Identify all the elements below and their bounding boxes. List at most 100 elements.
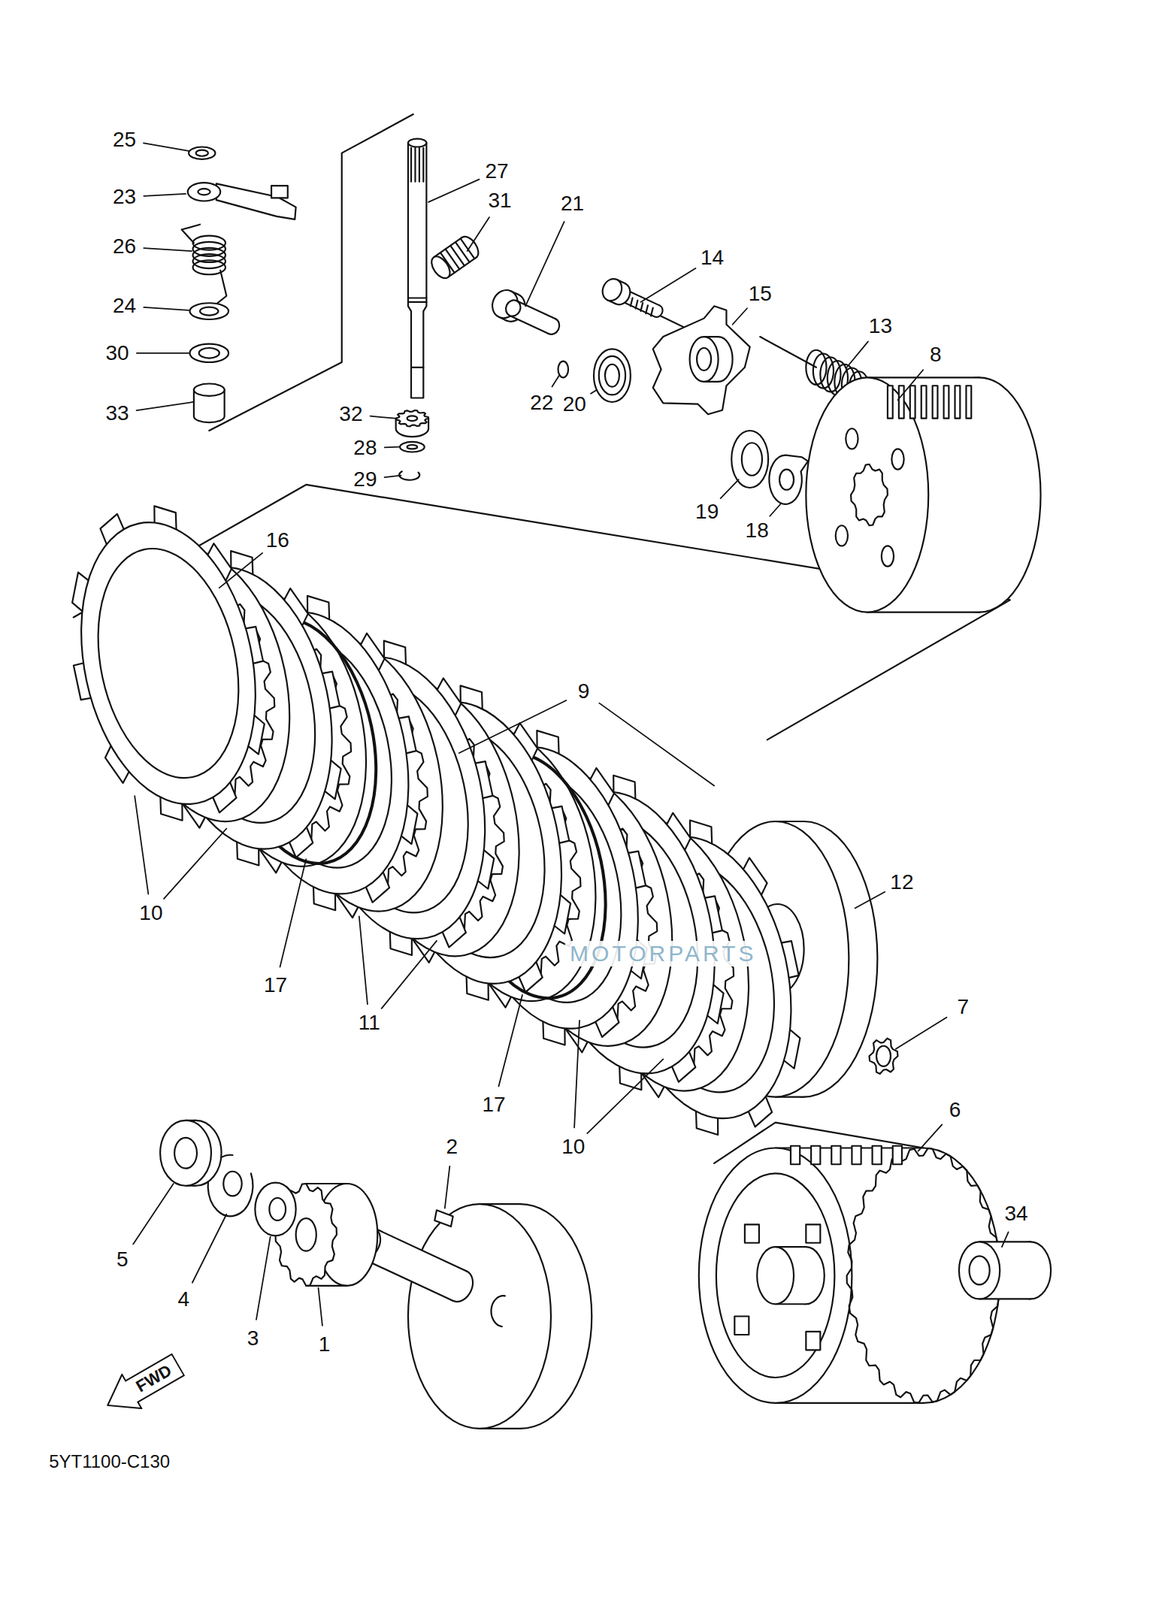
damper (805, 1331, 821, 1350)
callout-number: 10 (561, 1136, 585, 1158)
callout-number: 19 (695, 501, 719, 523)
key (434, 1210, 453, 1227)
callout-number: 31 (488, 190, 512, 212)
callout-number: 10 (139, 902, 163, 924)
leader-line (318, 1288, 323, 1326)
lever-arm (216, 183, 297, 220)
leaders (133, 142, 1008, 1326)
housing-slot (810, 1146, 821, 1165)
leader-line (1001, 1231, 1009, 1247)
boss-spline (921, 385, 927, 418)
leader-line (918, 1124, 943, 1151)
housing-hub (756, 1246, 825, 1305)
circlip (399, 471, 420, 480)
damper (744, 1224, 760, 1243)
callout-number: 22 (529, 392, 554, 414)
callout-number: 12 (889, 871, 914, 893)
bearing-bore (605, 364, 620, 388)
leader-line (525, 221, 565, 306)
damper (734, 1316, 749, 1335)
circlip (188, 147, 215, 160)
callout-number: 27 (484, 160, 509, 182)
housing-slot (892, 1146, 902, 1165)
drive-gear-bore (296, 1218, 317, 1251)
callout-number: 33 (105, 402, 130, 424)
leader-line (384, 475, 402, 479)
boss-hole (835, 525, 848, 546)
callout-number: 13 (868, 315, 893, 337)
lock-washer-hole (779, 469, 794, 491)
leader-line (280, 859, 307, 967)
spline (418, 148, 421, 182)
nut-bore (174, 1137, 197, 1169)
leader-line (143, 307, 189, 311)
washer-hole (407, 444, 418, 449)
bushing-top (193, 384, 225, 397)
leader-line (370, 416, 396, 419)
gear-hole (407, 415, 418, 421)
washer (254, 1183, 296, 1237)
callout-number: 6 (949, 1099, 962, 1121)
bolt-head-face (599, 275, 626, 304)
leader-line (552, 375, 560, 388)
bolt-thread (635, 300, 639, 309)
callout-number: 32 (338, 403, 363, 425)
leader-line (895, 1017, 948, 1050)
callout-number: 21 (560, 193, 585, 215)
boss-spline (955, 385, 961, 418)
leader-line (769, 504, 781, 517)
callout-number: 14 (700, 247, 724, 269)
callout-number: 24 (112, 295, 137, 317)
crank-mark (490, 1295, 505, 1327)
leader-line (599, 703, 715, 787)
plate-hub (689, 336, 733, 382)
bearing (593, 348, 631, 403)
spring-coil (813, 353, 834, 388)
housing-slot (851, 1146, 861, 1165)
leader-line (136, 352, 189, 355)
spring-coil (805, 350, 827, 385)
crank-web (408, 1204, 592, 1429)
callout-number: 30 (105, 342, 130, 364)
bushing (959, 1241, 1051, 1299)
callout-number: 1 (318, 1334, 331, 1356)
watermark: MOTORPARTS (565, 941, 761, 967)
leader-line (359, 916, 368, 1005)
leader-line (134, 795, 149, 895)
worm-tooth (460, 238, 476, 259)
callout-number: 4 (178, 1289, 191, 1311)
housing-slot (790, 1146, 800, 1165)
spring-leg (181, 224, 227, 305)
spline (410, 148, 412, 182)
spline (422, 148, 424, 182)
push-rod-face (503, 297, 524, 319)
leader-line (587, 1059, 663, 1134)
spring-coil (820, 357, 841, 392)
leader-line (898, 369, 924, 400)
nut-bore (741, 442, 763, 476)
leader-line (163, 829, 227, 899)
boss-spline (910, 385, 916, 418)
housing-slot (831, 1146, 841, 1165)
callout-number: 20 (562, 393, 587, 415)
callout-number: 16 (266, 529, 290, 551)
callout-number: 11 (358, 1012, 381, 1034)
clutch-housing-face (699, 1148, 853, 1404)
callout-number: 17 (263, 974, 288, 996)
boss-spline (887, 385, 893, 418)
bolt-thread (645, 305, 648, 314)
plate-lining (78, 535, 259, 792)
callout-number: 23 (112, 186, 137, 208)
washer (189, 302, 229, 320)
damper (805, 1224, 821, 1243)
leader-line (143, 193, 186, 197)
plate-face (57, 505, 281, 821)
shaft-groove (408, 297, 427, 367)
seal (189, 344, 229, 363)
callout-number: 3 (247, 1328, 260, 1350)
clutch-boss-face (805, 377, 929, 612)
group-bracket (208, 114, 413, 431)
callout-number: 7 (957, 996, 970, 1018)
bushing-bore (969, 1255, 990, 1285)
